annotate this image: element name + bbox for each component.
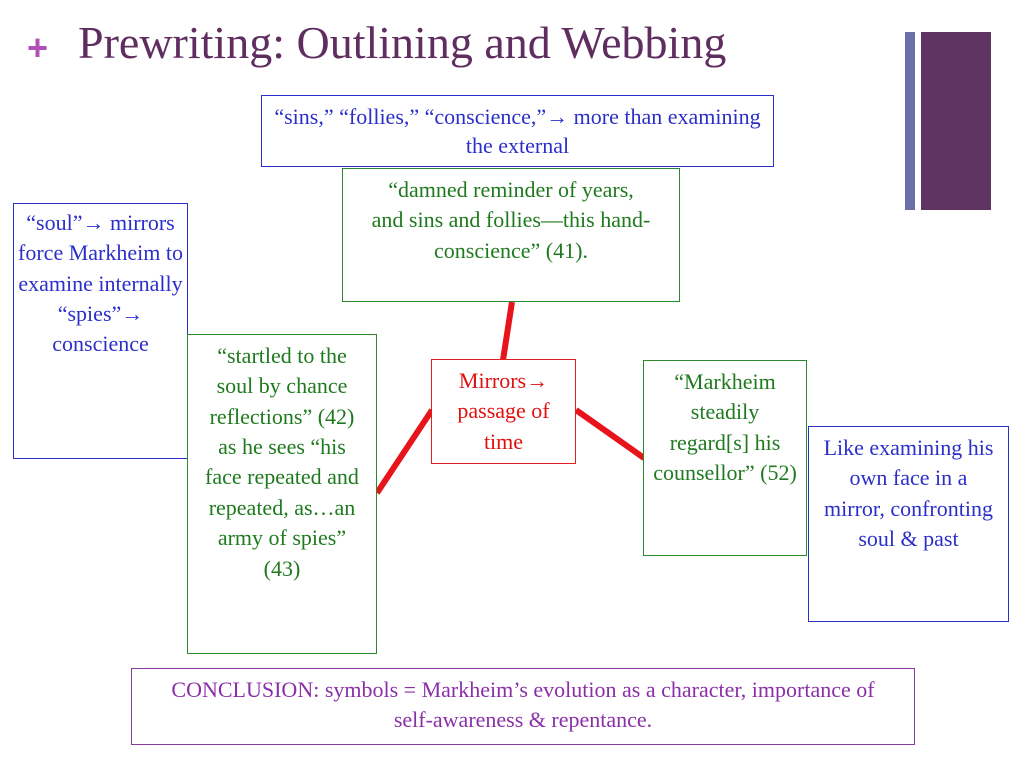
connector-right — [574, 407, 646, 461]
quote-box-markheim-counsellor: “Markheim steadily regard[s] his counsel… — [643, 360, 807, 556]
connector-top — [500, 301, 515, 361]
center-node-mirrors: Mirrors→ passage of time — [431, 359, 576, 464]
conclusion-box: CONCLUSION: symbols = Markheim’s evoluti… — [131, 668, 915, 745]
note-box-own-face: Like examining his own face in a mirror,… — [808, 426, 1009, 622]
decorative-thick-bar — [921, 32, 991, 210]
note-box-soul-mirrors: “soul”→ mirrors force Markheim to examin… — [13, 203, 188, 459]
bullet-plus-icon: + — [27, 27, 49, 68]
quote-box-damned-reminder: “damned reminder of years, and sins and … — [342, 168, 680, 302]
connector-left — [374, 408, 435, 495]
decorative-thin-bar — [905, 32, 915, 210]
note-box-sins-follies: “sins,” “follies,” “conscience,”→ more t… — [261, 95, 774, 167]
quote-box-startled: “startled to the soul by chance reflecti… — [187, 334, 377, 654]
page-title: Prewriting: Outlining and Webbing — [78, 17, 727, 68]
